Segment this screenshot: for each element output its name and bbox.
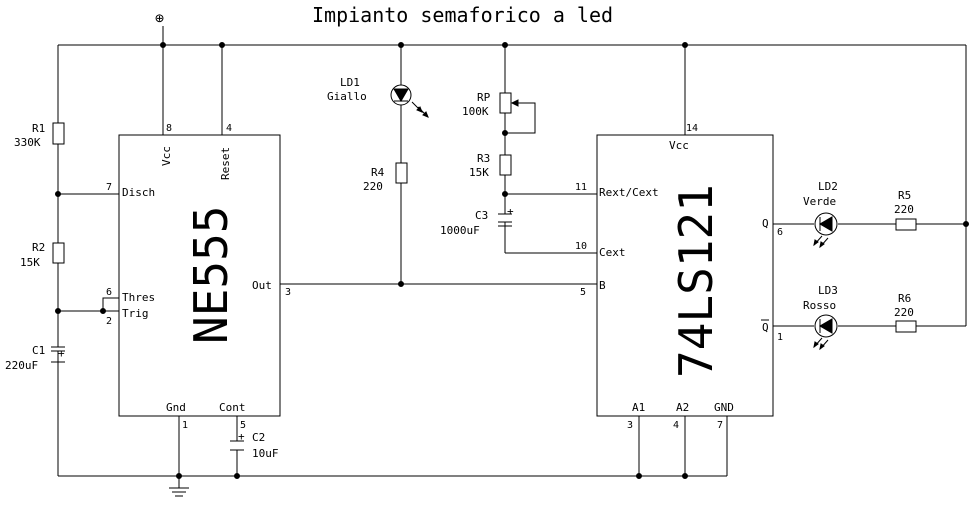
svg-text:220: 220 (894, 203, 914, 216)
ls121-pin-gnd: GND (714, 401, 734, 414)
svg-text:R2: R2 (32, 241, 45, 254)
ne555-pinnum-out: 3 (285, 287, 291, 298)
led-ld1: LD1 Giallo (327, 76, 429, 118)
junctions (55, 42, 969, 479)
ls121-pinnum-qbar: 1 (777, 332, 783, 343)
svg-text:R4: R4 (371, 166, 385, 179)
ls121-pin-q: Q (762, 217, 769, 230)
ls121-pin-qbar: Q (762, 321, 769, 334)
ne555-pinnum-gnd: 1 (182, 420, 188, 431)
ne555-pin-cont: Cont (219, 401, 246, 414)
ls121-pinnum-cext: 10 (575, 241, 587, 252)
svg-text:R3: R3 (477, 152, 490, 165)
capacitor-c3: + C3 1000uF (440, 205, 514, 237)
ne555-pin-thres: Thres (122, 291, 155, 304)
svg-text:100K: 100K (462, 105, 489, 118)
wires (57, 26, 967, 488)
ne555-pinnum-vcc: 8 (166, 123, 172, 134)
svg-text:Giallo: Giallo (327, 90, 367, 103)
ne555-pinnum-reset: 4 (226, 123, 232, 134)
ne555-chip: NE555 Vcc Reset Disch Thres Trig Out Gnd… (106, 123, 291, 431)
ls121-pinnum-a2: 4 (673, 420, 679, 431)
svg-text:330K: 330K (14, 136, 41, 149)
svg-text:R5: R5 (898, 189, 911, 202)
svg-text:C3: C3 (475, 209, 488, 222)
svg-text:15K: 15K (20, 256, 40, 269)
resistor-r2: R2 15K (20, 241, 65, 269)
ls121-name: 74LS121 (669, 184, 723, 378)
svg-text:RP: RP (477, 91, 491, 104)
led-ld3: LD3 Rosso (803, 284, 838, 351)
ground-icon (169, 487, 189, 497)
svg-text:Rosso: Rosso (803, 299, 836, 312)
ne555-pinnum-trig: 2 (106, 316, 112, 327)
ne555-pinnum-thres: 6 (106, 287, 112, 298)
capacitor-c1: + C1 220uF (5, 344, 65, 372)
potentiometer-rp: RP 100K (462, 91, 519, 118)
resistor-r6: R6 220 (894, 292, 917, 333)
ne555-pinnum-disch: 7 (106, 182, 112, 193)
ne555-pin-gnd: Gnd (166, 401, 186, 414)
ls121-pin-cext: Cext (599, 246, 626, 259)
ls121-pinnum-a1: 3 (627, 420, 633, 431)
ne555-pinnum-cont: 5 (240, 420, 246, 431)
svg-text:C2: C2 (252, 431, 265, 444)
ls121-pin-a2: A2 (676, 401, 689, 414)
svg-text:LD2: LD2 (818, 180, 838, 193)
ls121-pin-rext: Rext/Cext (599, 186, 659, 199)
ls121-pin-vcc: Vcc (669, 139, 689, 152)
svg-text:+: + (58, 347, 65, 360)
resistor-r3: R3 15K (469, 152, 512, 179)
svg-text:LD1: LD1 (340, 76, 360, 89)
ls121-pinnum-q: 6 (777, 227, 783, 238)
svg-text:R6: R6 (898, 292, 911, 305)
svg-text:+: + (238, 430, 245, 443)
led-ld2: LD2 Verde (803, 180, 838, 249)
resistor-r1: R1 330K (14, 122, 65, 149)
ls121-pinnum-b: 5 (580, 287, 586, 298)
svg-text:+: + (507, 205, 514, 218)
svg-text:15K: 15K (469, 166, 489, 179)
ne555-pin-disch: Disch (122, 186, 155, 199)
svg-text:Verde: Verde (803, 195, 836, 208)
capacitor-c2: + C2 10uF (230, 430, 279, 460)
svg-text:LD3: LD3 (818, 284, 838, 297)
svg-text:220: 220 (894, 306, 914, 319)
ne555-pin-vcc: Vcc (160, 146, 173, 166)
ls121-pinnum-vcc: 14 (686, 123, 698, 134)
svg-text:1000uF: 1000uF (440, 224, 480, 237)
svg-text:220: 220 (363, 180, 383, 193)
ls121-pin-a1: A1 (632, 401, 645, 414)
resistor-r4: R4 220 (363, 162, 408, 193)
resistor-r5: R5 220 (894, 189, 917, 231)
ls121-pinnum-rext: 11 (575, 182, 587, 193)
ne555-pin-reset: Reset (219, 147, 232, 180)
svg-text:R1: R1 (32, 122, 45, 135)
ne555-pin-trig: Trig (122, 307, 149, 320)
diagram-title: Impianto semaforico a led (312, 3, 613, 27)
ls121-chip: 74LS121 Vcc Rext/Cext Cext B Q Q A1 A2 G… (575, 123, 783, 431)
svg-text:10uF: 10uF (252, 447, 279, 460)
ne555-pin-out: Out (252, 279, 272, 292)
svg-text:220uF: 220uF (5, 359, 38, 372)
ne555-name: NE555 (184, 206, 238, 344)
supply-symbol: ⊕ (155, 9, 164, 27)
ls121-pinnum-gnd: 7 (717, 420, 723, 431)
svg-text:C1: C1 (32, 344, 45, 357)
ls121-pin-b: B (599, 279, 606, 292)
